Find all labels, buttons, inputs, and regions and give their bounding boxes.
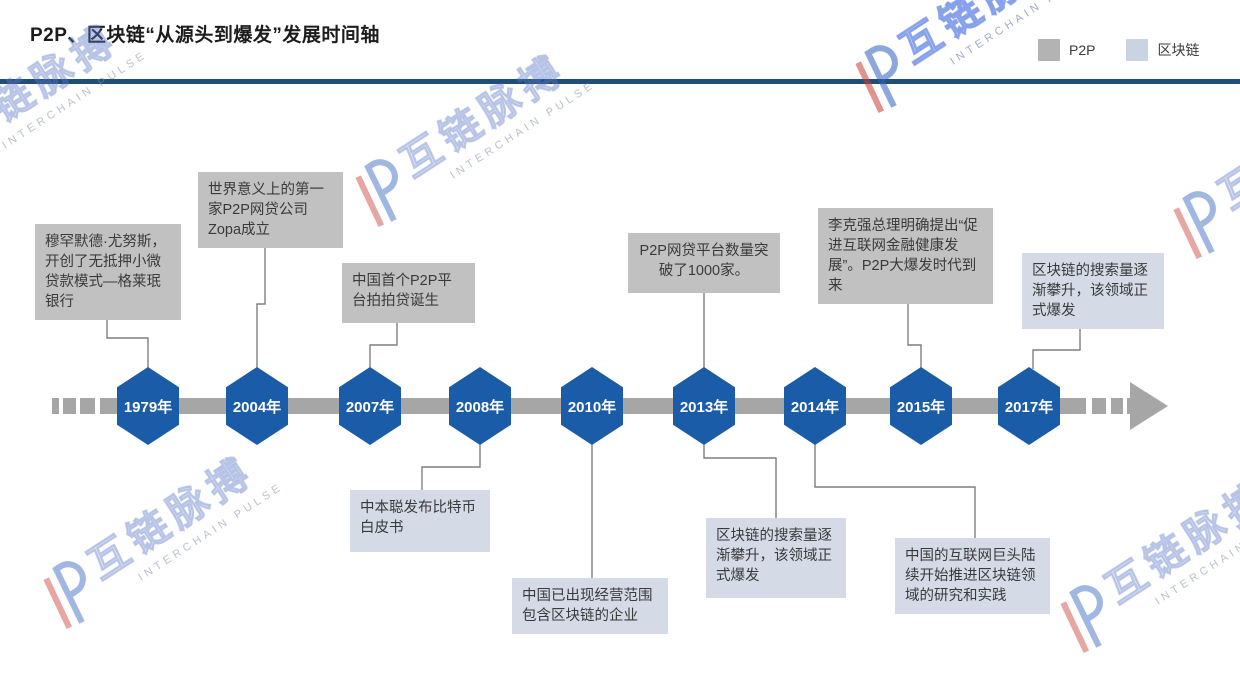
timeline-dash: [52, 398, 59, 414]
timeline-dash: [1111, 398, 1123, 414]
watermark-en-text: INTERCHAIN PULSE: [0, 48, 150, 152]
event-box-2015: 李克强总理明确提出“促进互联网金融健康发展”。P2P大爆发时代到来: [818, 208, 993, 304]
legend-blockchain-swatch: [1126, 39, 1149, 61]
connector-2007: [369, 322, 398, 369]
legend-blockchain-label: 区块链: [1157, 42, 1200, 58]
connector-2008: [421, 443, 481, 490]
interchain-pulse-watermark: 互链脉搏 INTERCHAIN PULSE: [20, 430, 287, 639]
watermark-en-text: INTERCHAIN PULSE: [136, 480, 286, 584]
timeline-arrow-icon: [1130, 382, 1168, 430]
legend-p2p-swatch: [1038, 39, 1060, 61]
timeline-dash: [80, 398, 95, 414]
year-hexagon-2017: 2017年: [998, 367, 1060, 445]
watermark-cn-text: 互链脉搏: [80, 448, 263, 588]
page-title: P2P、区块链“从源头到爆发”发展时间轴: [30, 25, 380, 46]
event-box-2004: 世界意义上的第一家P2P网贷公司Zopa成立: [198, 172, 343, 248]
event-box-2014: 中国的互联网巨头陆续开始推进区块链领域的研究和实践: [895, 538, 1050, 614]
event-box-1979: 穆罕默德·尤努斯，开创了无抵押小微贷款模式—格莱珉银行: [35, 224, 181, 320]
year-hexagon-2013: 2013年: [673, 367, 735, 445]
event-box-2013-top: P2P网贷平台数量突破了1000家。: [628, 233, 780, 293]
interchain-pulse-logo-icon: [1060, 585, 1103, 654]
event-box-2008: 中本聪发布比特币白皮书: [350, 490, 490, 552]
interchain-pulse-logo-icon: [43, 561, 86, 630]
event-box-2017: 区块链的搜索量逐渐攀升，该领域正式爆发: [1022, 253, 1164, 329]
connector-2017: [1032, 327, 1081, 369]
connector-2013-bottom: [703, 443, 777, 518]
event-box-2007: 中国首个P2P平台拍拍贷诞生: [342, 263, 475, 323]
timeline-dash: [1092, 398, 1106, 414]
year-hexagon-2007: 2007年: [339, 367, 401, 445]
year-hexagon-2010: 2010年: [561, 367, 623, 445]
timeline-dash: [63, 398, 76, 414]
legend-p2p-label: P2P: [1069, 42, 1096, 58]
watermark-cn-text: 互链脉搏: [1210, 78, 1240, 218]
watermark-en-text: INTERCHAIN PULSE: [1153, 505, 1240, 608]
interchain-pulse-watermark: 互链脉搏 INTERCHAIN PULSE: [1037, 454, 1240, 663]
year-hexagon-2004: 2004年: [226, 367, 288, 445]
header-divider: [0, 79, 1240, 84]
event-box-2010: 中国已出现经营范围包含区块链的企业: [512, 578, 668, 634]
connector-2015: [907, 300, 922, 369]
year-hexagon-2014: 2014年: [784, 367, 846, 445]
watermark-cn-text: 互链脉搏: [1097, 472, 1240, 612]
year-hexagon-2015: 2015年: [890, 367, 952, 445]
connector-2004: [256, 247, 266, 369]
interchain-pulse-watermark: 互链脉搏 INTERCHAIN PULSE: [1150, 60, 1240, 269]
legend: P2P 区块链: [1038, 39, 1199, 61]
timeline-dash: [1127, 398, 1132, 414]
watermark-cn-text: 互链脉搏: [392, 46, 575, 186]
watermark-en-text: INTERCHAIN PULSE: [448, 78, 598, 182]
interchain-pulse-logo-icon: [355, 159, 398, 228]
year-hexagon-2008: 2008年: [449, 367, 511, 445]
watermark-cn-text: 互链脉搏: [892, 0, 1075, 72]
interchain-pulse-watermark: 互链脉搏 INTERCHAIN PULSE: [332, 28, 599, 237]
interchain-pulse-watermark: 互链脉搏 INTERCHAIN PULSE: [832, 0, 1099, 124]
event-box-2013-bottom: 区块链的搜索量逐渐攀升，该领域正式爆发: [706, 518, 846, 598]
year-hexagon-1979: 1979年: [117, 367, 179, 445]
interchain-pulse-logo-icon: [1173, 191, 1216, 260]
